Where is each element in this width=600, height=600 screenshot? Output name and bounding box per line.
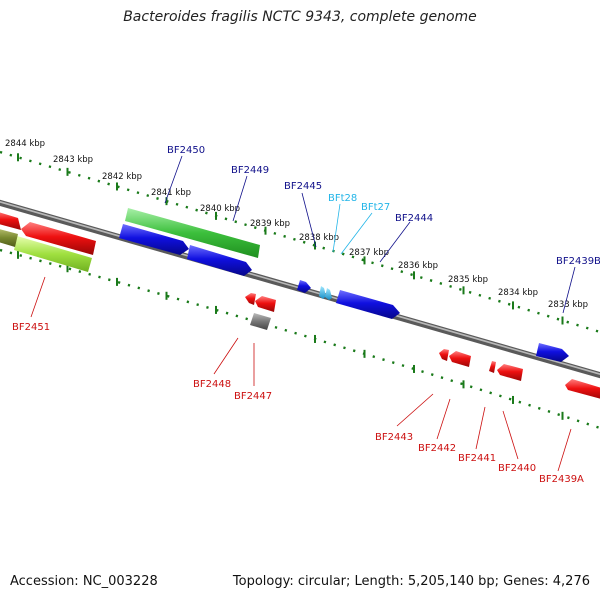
gene-arrow-reverse — [21, 222, 96, 255]
scale-label: 2834 kbp — [498, 288, 538, 298]
gene-arrow-reverse — [449, 351, 471, 367]
gene-label: BF2440 — [498, 463, 536, 474]
gene-label: BF2444 — [395, 213, 433, 224]
gene-label: BFt27 — [361, 202, 390, 213]
scale-label: 2838 kbp — [299, 233, 339, 243]
gene-arrow-forward — [336, 290, 400, 319]
reverse-gene-labels: BF2451 BF2448 BF2447 BF2443 BF2442 BF244… — [12, 322, 584, 485]
outer-ticks — [17, 153, 564, 325]
gene-arrow-forward — [187, 245, 252, 276]
cog-category-bars — [0, 208, 271, 330]
map-title: Bacteroides fragilis NCTC 9343, complete… — [123, 9, 477, 25]
gene-arrow-reverse — [255, 296, 276, 312]
cog-bar-lime — [14, 236, 92, 272]
scale-label: 2842 kbp — [102, 172, 142, 182]
reverse-label-leaders — [30, 276, 572, 472]
gene-label: BF2451 — [12, 322, 50, 333]
trna-arrow — [319, 286, 326, 299]
gene-arrow-forward — [119, 224, 189, 255]
scale-label: 2843 kbp — [53, 155, 93, 165]
reverse-genes — [0, 212, 600, 399]
trna-arrow — [325, 288, 332, 300]
topology-info: Topology: circular; Length: 5,205,140 bp… — [232, 574, 590, 589]
gene-arrow-reverse — [489, 361, 496, 373]
gene-arrow-forward — [297, 280, 311, 293]
gene-arrow-forward — [536, 343, 569, 362]
gene-label: BF2442 — [418, 443, 456, 454]
cog-bar-green — [125, 208, 260, 258]
gene-label: BF2439B — [556, 256, 600, 267]
gene-label: BF2443 — [375, 432, 413, 443]
gene-label: BFt28 — [328, 193, 357, 204]
scale-label: 2839 kbp — [250, 219, 290, 229]
gene-label: BF2450 — [167, 145, 205, 156]
gene-arrow-reverse — [439, 349, 449, 361]
gene-label: BF2441 — [458, 453, 496, 464]
gene-label: BF2448 — [193, 379, 231, 390]
forward-label-leaders — [164, 155, 576, 314]
scale-label: 2841 kbp — [151, 188, 191, 198]
forward-gene-labels: BF2450 BF2449 BF2445 BFt28 BFt27 BF2444 … — [167, 145, 600, 267]
scale-label: 2837 kbp — [349, 248, 389, 258]
accession-info: Accession: NC_003228 — [10, 574, 158, 589]
gene-arrow-reverse — [245, 293, 256, 305]
scale-label: 2836 kbp — [398, 261, 438, 271]
gene-label: BF2439A — [539, 474, 584, 485]
scale-label: 2833 kbp — [548, 300, 588, 310]
gene-label: BF2449 — [231, 165, 269, 176]
gene-arrow-reverse — [565, 379, 600, 399]
inner-ticks — [17, 250, 564, 420]
gene-label: BF2445 — [284, 181, 322, 192]
cog-bar-olive — [0, 229, 18, 247]
scale-label: 2835 kbp — [448, 275, 488, 285]
forward-genes — [119, 224, 569, 362]
inner-scale-ring — [0, 248, 600, 430]
scale-label: 2840 kbp — [200, 204, 240, 214]
cog-bar-gray — [250, 313, 271, 330]
gene-arrow-reverse — [497, 364, 523, 381]
gene-arrow-reverse — [0, 212, 21, 230]
rna-label-leaders — [332, 203, 373, 255]
scale-labels: 2844 kbp 2843 kbp 2842 kbp 2841 kbp 2840… — [5, 139, 588, 310]
rna-genes — [319, 286, 332, 300]
scale-label: 2844 kbp — [5, 139, 45, 149]
gene-label: BF2447 — [234, 391, 272, 402]
